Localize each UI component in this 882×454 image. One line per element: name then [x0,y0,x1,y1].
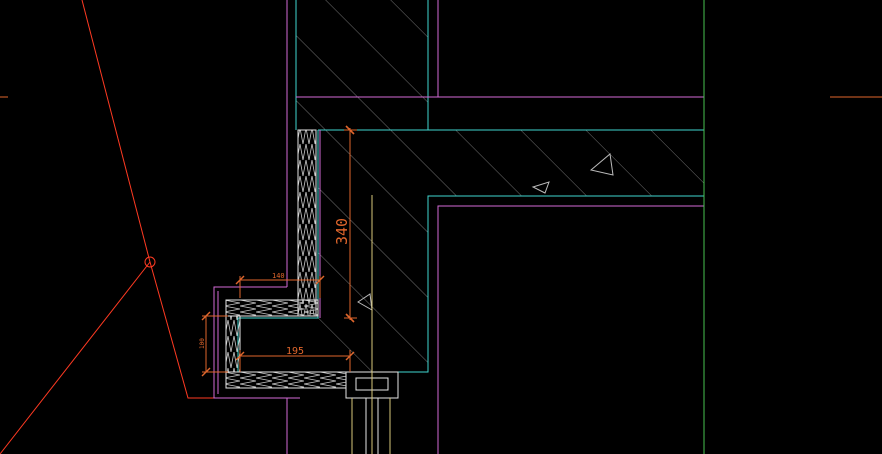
insulation-horizontal-top [225,299,319,317]
insulation-horizontal-bottom [225,371,347,389]
dimension-100[interactable]: 100 [199,311,228,377]
dimension-340[interactable]: 340 [333,125,357,323]
insulation-left-vertical [225,315,241,373]
dimension-label-bottom-width: 195 [286,346,304,357]
dimension-140[interactable]: 140 [235,272,325,298]
window-frame [286,195,439,454]
insulation-vertical [297,129,317,317]
dimension-label-top-width: 140 [272,272,285,280]
dimension-label-left-height: 100 [199,338,206,349]
upper-wall [286,0,704,287]
dimension-label-wall-height: 340 [333,218,351,245]
dimension-195[interactable]: 195 [235,346,355,372]
